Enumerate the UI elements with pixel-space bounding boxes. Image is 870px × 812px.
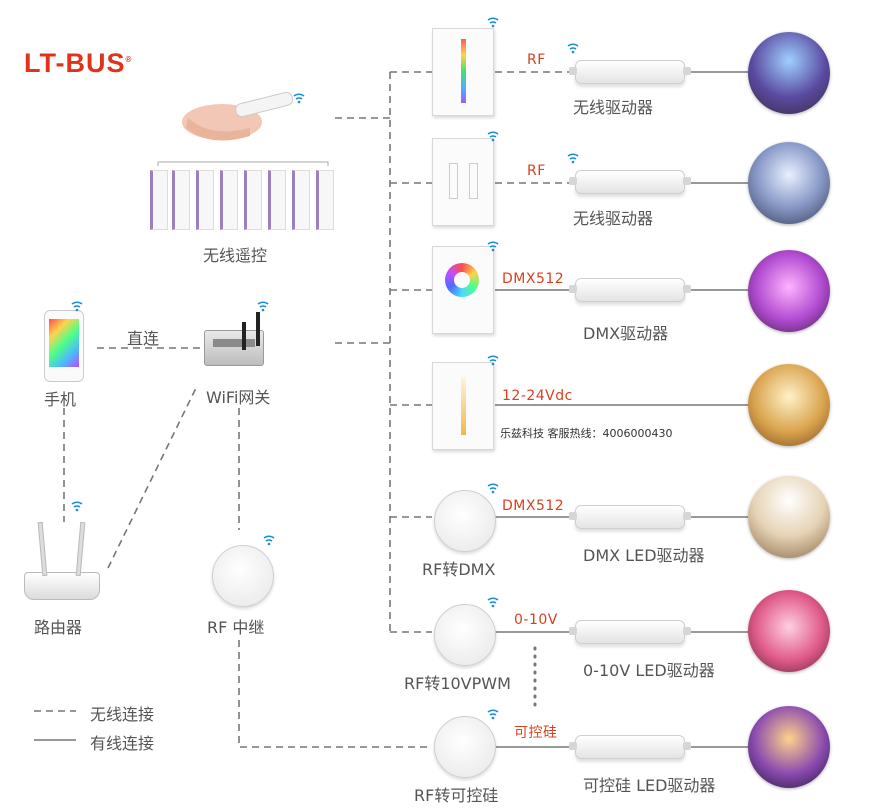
direct-link-label: 直连 [127,329,160,348]
remote-card-icon [220,170,238,230]
room-photo-icon [748,476,830,558]
wifi-icon [487,597,499,608]
wifi-icon [567,43,579,54]
wifi-icon [567,153,579,164]
remote-card-icon [292,170,310,230]
driver-label-7: 可控硅 LED驱动器 [583,776,716,795]
remote-card-icon [244,170,262,230]
wifi-icon [487,17,499,28]
router-label: 路由器 [34,618,83,637]
remote-card-icon [268,170,286,230]
link-label-4: 12-24Vdc [502,388,573,404]
driver-icon [569,505,691,529]
room-photo-icon [748,364,830,446]
remote-card-icon [196,170,214,230]
wifi-icon [257,301,269,312]
hotline-text: 乐兹科技 客服热线：4006000430 [500,427,673,440]
legend-wired-label: 有线连接 [90,734,155,753]
wall-panel-icon [432,246,494,334]
room-photo-icon [748,250,830,332]
converter-icon [434,716,496,778]
room-photo-icon [748,142,830,224]
phone-icon [44,310,84,382]
gateway-antenna-icon [242,322,246,350]
converter-icon [434,490,496,552]
gateway-icon [204,330,264,366]
converter-icon [434,604,496,666]
wifi-icon [487,355,499,366]
wifi-icon [71,501,83,512]
room-photo-icon [748,706,830,788]
lt-bus-logo: LT-BUS® [24,48,133,78]
remote-card-icon [316,170,334,230]
wifi-icon [487,483,499,494]
room-photo-icon [748,32,830,114]
wall-panel-icon [432,138,494,226]
wireless-remote-label: 无线遥控 [203,246,268,265]
converter-label-5: RF转DMX [422,560,496,579]
driver-label-6: 0-10V LED驱动器 [583,661,715,680]
remote-card-icon [150,170,168,230]
driver-icon [569,620,691,644]
link-label-1: RF [527,52,546,68]
wifi-icon [487,241,499,252]
driver-label-1: 无线驱动器 [573,98,654,117]
link-label-6: 0-10V [514,612,558,628]
remote-control-icon [182,91,294,141]
wifi-icon [293,93,305,104]
wifi-icon [487,131,499,142]
link-label-2: RF [527,163,546,179]
room-photo-icon [748,590,830,672]
remote-card-icon [172,170,190,230]
driver-icon [569,60,691,84]
driver-icon [569,735,691,759]
driver-label-2: 无线驱动器 [573,209,654,228]
wall-panel-icon [432,362,494,450]
wifi-icon [487,709,499,720]
rf-repeater-icon [212,545,274,607]
driver-icon [569,278,691,302]
legend-wireless-label: 无线连接 [90,705,155,724]
phone-label: 手机 [44,390,77,409]
wifi-icon [71,301,83,312]
link-label-7: 可控硅 [514,725,558,741]
link-label-3: DMX512 [502,271,565,287]
driver-icon [569,170,691,194]
gateway-label: WiFi网关 [206,388,271,407]
link-label-5: DMX512 [502,498,565,514]
wall-panel-icon [432,28,494,116]
router-icon [24,572,100,600]
rf-repeater-label: RF 中继 [207,618,265,637]
driver-label-5: DMX LED驱动器 [583,546,705,565]
converter-label-6: RF转10VPWM [404,674,511,693]
converter-label-7: RF转可控硅 [414,786,499,805]
gateway-antenna-icon [256,312,260,346]
wifi-icon [263,535,275,546]
driver-label-3: DMX驱动器 [583,324,669,343]
